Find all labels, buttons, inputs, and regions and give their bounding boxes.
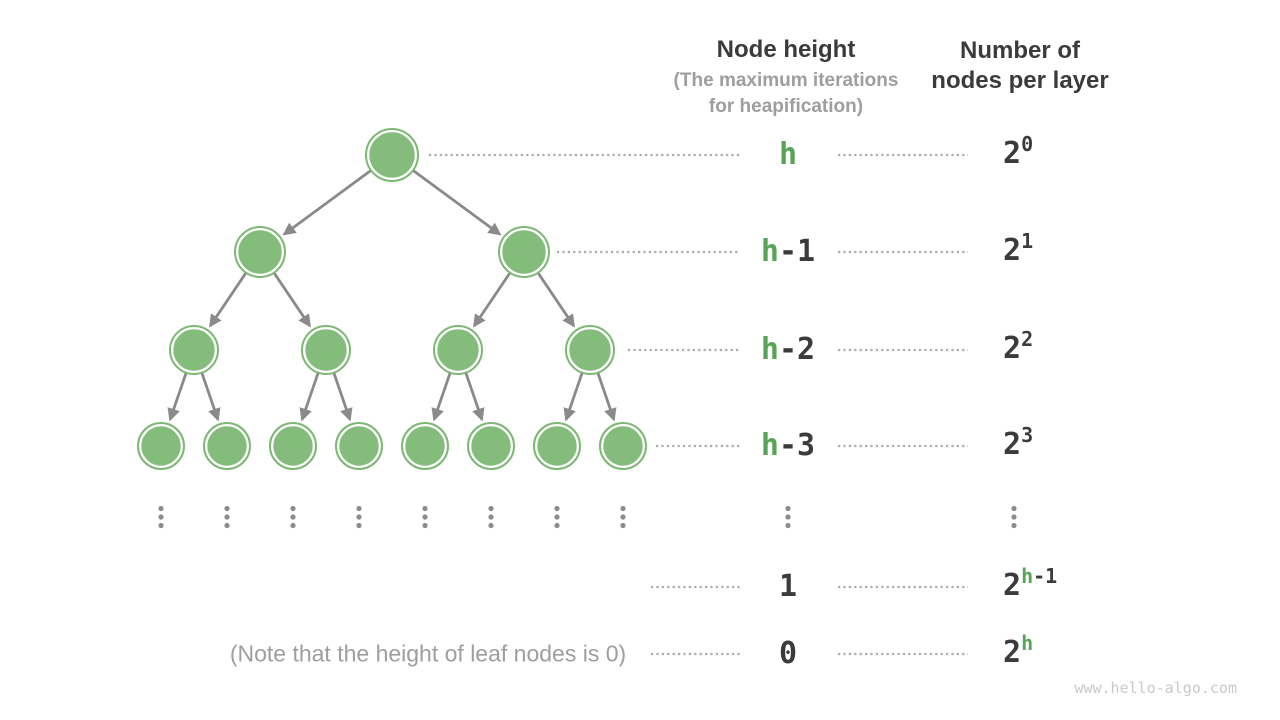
tree-node [203, 422, 251, 470]
tree-node [365, 128, 419, 182]
vertical-ellipsis [554, 505, 560, 529]
vertical-ellipsis [1011, 505, 1017, 529]
tree-edge-arrow [272, 271, 311, 328]
node-height-value: h-3 [760, 428, 816, 463]
tree-edge-arrow [596, 371, 617, 422]
vertical-ellipsis [290, 505, 296, 529]
tree-node [234, 226, 286, 278]
tree-edge-arrow [200, 371, 221, 422]
leaf-height-note: (Note that the height of leaf nodes is 0… [229, 640, 627, 667]
tree-edge-arrow [299, 371, 320, 422]
node-height-subtitle-line1: (The maximum iterations [673, 70, 899, 91]
watermark: www.hello-algo.com [1074, 679, 1237, 697]
tree-edge-arrow [431, 371, 452, 422]
nodes-per-layer-value: 22 [1003, 327, 1034, 366]
node-height-subtitle-line2: for heapification) [708, 96, 864, 117]
node-height-header: Node height (The maximum iterations for … [674, 37, 899, 120]
vertical-ellipsis [224, 505, 230, 529]
tree-node [533, 422, 581, 470]
tree-node [467, 422, 515, 470]
nodes-per-layer-title-line2: nodes per layer [931, 67, 1109, 94]
tree-edge-arrow [411, 168, 502, 236]
vertical-ellipsis [488, 505, 494, 529]
node-height-value: h-2 [760, 332, 816, 367]
tree-node [169, 325, 219, 375]
tree-edge-arrow [282, 168, 373, 236]
tree-edge-arrow [209, 271, 248, 328]
tree-node [565, 325, 615, 375]
node-height-value: 0 [778, 636, 798, 671]
tree-node [301, 325, 351, 375]
tree-node [269, 422, 317, 470]
nodes-per-layer-value: 2h [1003, 631, 1034, 670]
tree-node [137, 422, 185, 470]
tree-node [498, 226, 550, 278]
vertical-ellipsis [785, 505, 791, 529]
node-height-value: h [778, 137, 798, 172]
nodes-per-layer-title-line1: Number of [959, 37, 1080, 64]
vertical-ellipsis [422, 505, 428, 529]
tree-node [433, 325, 483, 375]
tree-edge-arrow [332, 371, 353, 422]
tree-edge-arrow [473, 271, 512, 328]
tree-node [401, 422, 449, 470]
nodes-per-layer-value: 20 [1003, 132, 1034, 171]
nodes-per-layer-header: Number of nodes per layer [931, 36, 1108, 96]
vertical-ellipsis [158, 505, 164, 529]
node-height-value: 1 [778, 569, 798, 604]
nodes-per-layer-value: 21 [1003, 229, 1034, 268]
node-height-title: Node height [716, 36, 856, 63]
node-height-value: h-1 [760, 234, 816, 269]
tree-edge-arrow [563, 371, 584, 422]
nodes-per-layer-value: 23 [1003, 423, 1034, 462]
tree-node [335, 422, 383, 470]
tree-edge-arrow [167, 371, 188, 422]
tree-edge-arrow [464, 371, 485, 422]
vertical-ellipsis [356, 505, 362, 529]
vertical-ellipsis [620, 505, 626, 529]
tree-node [599, 422, 647, 470]
nodes-per-layer-value: 2h-1 [1003, 564, 1058, 603]
node-height-subtitle: (The maximum iterations for heapificatio… [674, 68, 899, 120]
tree-edge-arrow [536, 271, 575, 328]
